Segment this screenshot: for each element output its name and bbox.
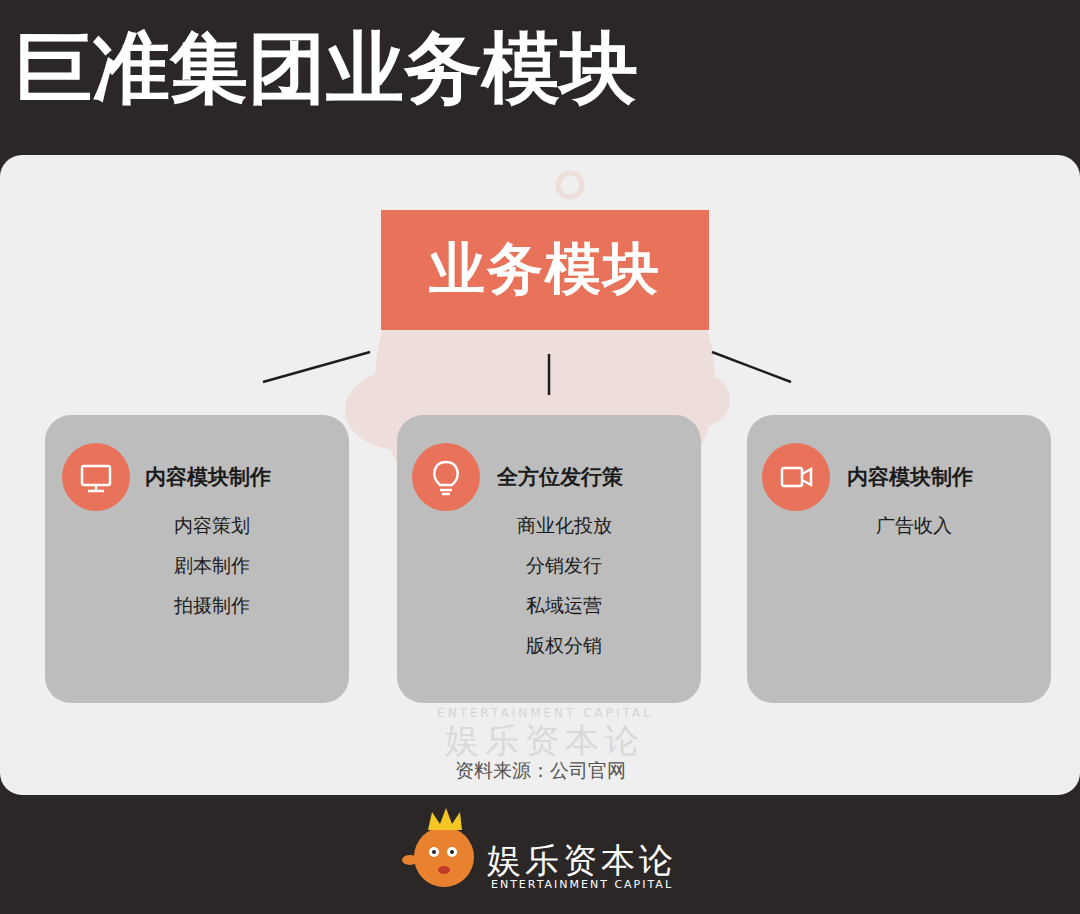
camera-icon <box>762 443 830 511</box>
connector-line <box>712 352 791 382</box>
card-item: 拍摄制作 <box>45 593 349 619</box>
connector-line <box>548 354 551 395</box>
connector-line <box>263 352 370 382</box>
card-item: 私域运营 <box>397 593 701 619</box>
root-label: 业务模块 <box>429 232 661 308</box>
card-heading: 全方位发行策 <box>497 463 623 491</box>
watermark-text: ENTERTAINMENT CAPITAL <box>437 706 653 720</box>
bulb-icon <box>412 443 480 511</box>
card-heading: 内容模块制作 <box>847 463 973 491</box>
page-title: 巨准集团业务模块 <box>14 22 638 116</box>
card-item: 剧本制作 <box>45 553 349 579</box>
brand-name: 娱乐资本论 <box>487 838 677 884</box>
card-item: 内容策划 <box>45 513 349 539</box>
module-card: 内容模块制作广告收入 <box>747 415 1051 703</box>
root-box: 业务模块 <box>381 210 709 330</box>
monitor-icon <box>62 443 130 511</box>
module-card: 全方位发行策商业化投放分销发行私域运营版权分销 <box>397 415 701 703</box>
card-heading: 内容模块制作 <box>145 463 271 491</box>
card-item: 版权分销 <box>397 633 701 659</box>
source-note: 资料来源：公司官网 <box>455 758 626 784</box>
module-card: 内容模块制作内容策划剧本制作拍摄制作 <box>45 415 349 703</box>
watermark-text: 娱乐资本论 <box>445 718 645 764</box>
card-item: 分销发行 <box>397 553 701 579</box>
brand-subtitle: ENTERTAINMENT CAPITAL <box>491 878 673 891</box>
card-item: 商业化投放 <box>397 513 701 539</box>
card-item: 广告收入 <box>747 513 1051 539</box>
footer-mascot <box>402 808 474 887</box>
